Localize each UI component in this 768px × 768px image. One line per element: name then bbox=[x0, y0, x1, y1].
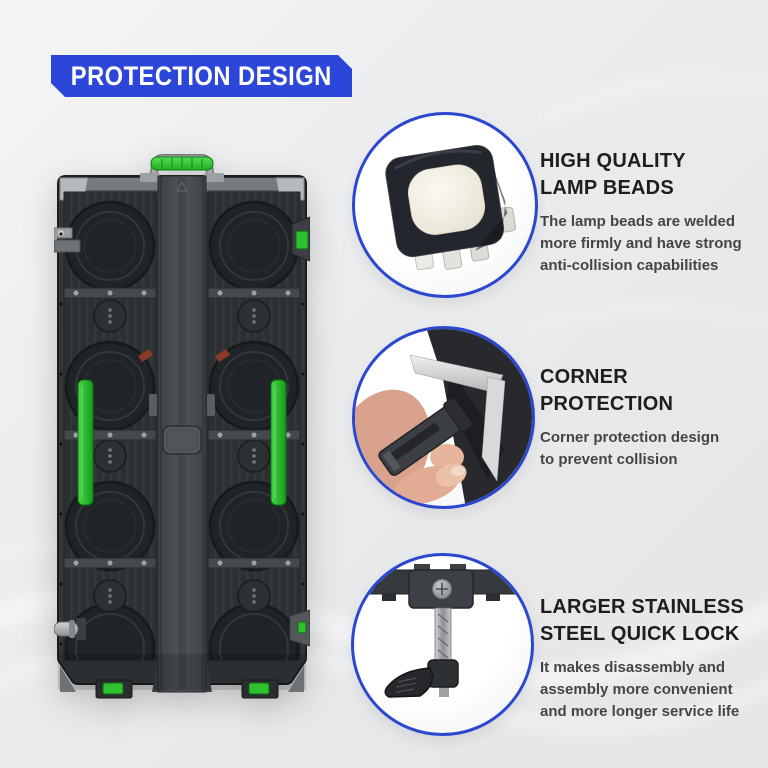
body-line: anti-collision capabilities bbox=[540, 257, 719, 274]
heading-line: PROTECTION bbox=[540, 393, 674, 415]
heading-line: STEEL QUICK LOCK bbox=[540, 623, 740, 645]
right-half-recesses bbox=[208, 200, 300, 660]
quick-lock-icon bbox=[354, 564, 531, 698]
heading-line: HIGH QUALITY bbox=[540, 150, 686, 172]
body-line: to prevent collision bbox=[540, 451, 678, 468]
edge-bracket-left bbox=[53, 227, 81, 253]
led-lamp-bead-icon bbox=[385, 144, 517, 271]
body-line: Corner protection design bbox=[540, 429, 720, 446]
body-line: The lamp beads are welded bbox=[540, 213, 736, 230]
corner-protector-part bbox=[378, 397, 473, 476]
body-line: assembly more convenient bbox=[540, 681, 733, 698]
feature-photo-quick-lock bbox=[351, 553, 534, 736]
right-cross-beams bbox=[208, 287, 300, 569]
lock-shaft bbox=[434, 607, 452, 665]
left-cross-beams bbox=[64, 287, 156, 569]
edge-bracket-bottom-right bbox=[289, 609, 311, 647]
heading-line: LAMP BEADS bbox=[540, 177, 674, 199]
bottom-knob bbox=[53, 618, 86, 640]
body-line: and more longer service life bbox=[540, 703, 740, 720]
feature-quick-lock: LARGER STAINLESS STEEL QUICK LOCK It mak… bbox=[540, 594, 768, 723]
green-bar-left bbox=[77, 379, 94, 506]
lock-handle bbox=[384, 659, 459, 698]
spine-plate bbox=[162, 425, 202, 455]
heading-line: LARGER STAINLESS bbox=[540, 596, 744, 618]
corner-protection-icon bbox=[355, 329, 532, 506]
metal-corner-strip bbox=[409, 354, 506, 482]
section-title-banner: PROTECTION DESIGN bbox=[51, 55, 352, 97]
feature-heading: CORNER PROTECTION bbox=[540, 364, 768, 418]
feature-heading: HIGH QUALITY LAMP BEADS bbox=[540, 148, 768, 202]
feature-lamp-beads: HIGH QUALITY LAMP BEADS The lamp beads a… bbox=[540, 148, 768, 277]
section-title: PROTECTION DESIGN bbox=[71, 60, 332, 91]
feature-description: Corner protection design to prevent coll… bbox=[540, 427, 768, 471]
body-line: It makes disassembly and bbox=[540, 659, 726, 676]
edge-clip-green bbox=[295, 230, 309, 250]
feature-photo-lamp-bead bbox=[352, 112, 538, 298]
red-accent-left bbox=[138, 349, 153, 362]
led-cabinet-rear-photo bbox=[53, 154, 311, 704]
perimeter-screws bbox=[59, 232, 305, 646]
feature-description: The lamp beads are welded more firmly an… bbox=[540, 211, 768, 277]
lock-block bbox=[408, 564, 474, 609]
heading-line: CORNER bbox=[540, 366, 628, 388]
body-line: more firmly and have strong bbox=[540, 235, 742, 252]
led-cabinet-illustration bbox=[53, 154, 311, 699]
bottom-feet bbox=[58, 654, 306, 699]
center-spine bbox=[152, 175, 212, 693]
feature-description: It makes disassembly and assembly more c… bbox=[540, 657, 768, 723]
feature-corner-protection: CORNER PROTECTION Corner protection desi… bbox=[540, 364, 768, 471]
feature-photo-corner-protection bbox=[352, 326, 535, 509]
green-bar-right bbox=[270, 379, 287, 506]
left-half-recesses bbox=[64, 200, 156, 660]
feature-heading: LARGER STAINLESS STEEL QUICK LOCK bbox=[540, 594, 768, 648]
fingers bbox=[394, 463, 467, 505]
red-accent-right bbox=[215, 349, 230, 362]
